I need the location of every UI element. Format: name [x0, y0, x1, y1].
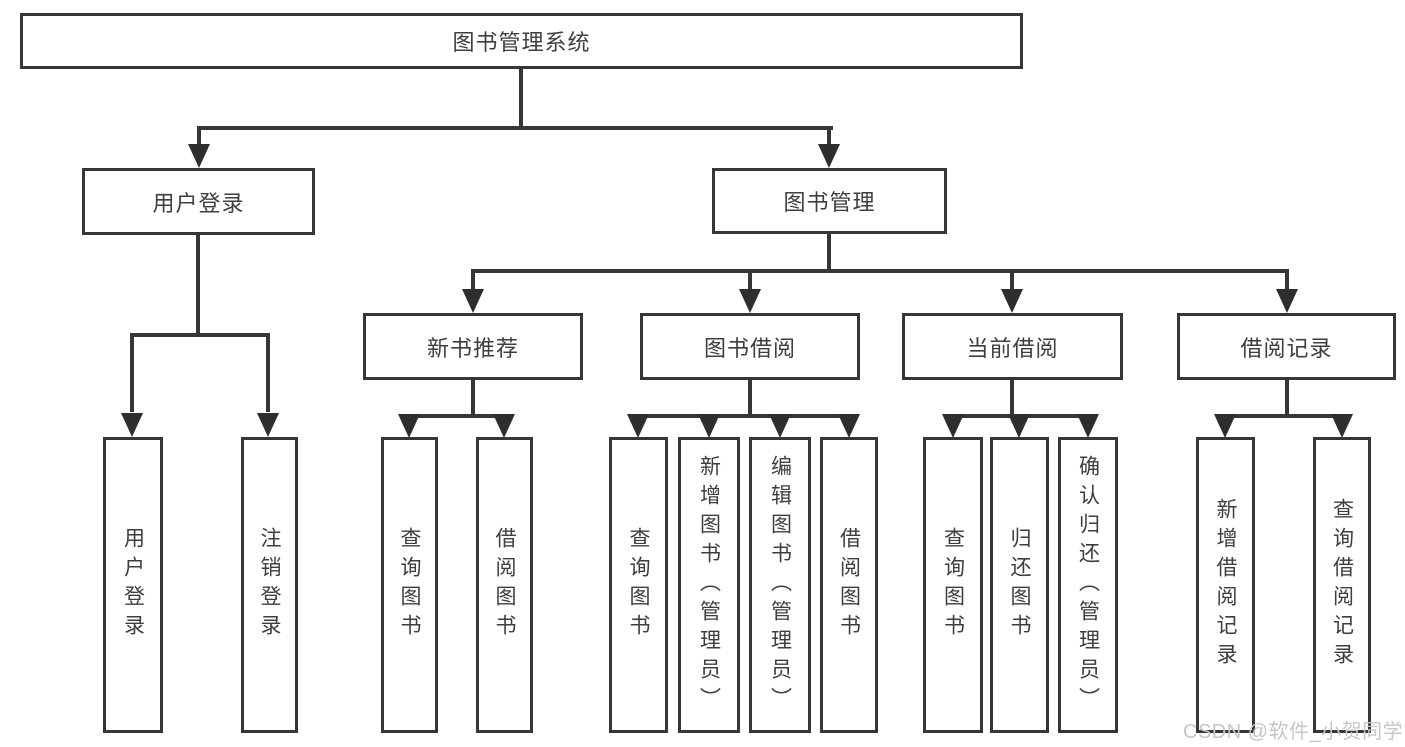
connector-new-book-splitter [407, 414, 507, 418]
node-book-management: 图书管理 [712, 168, 947, 234]
connector-book-borrow-trunk [748, 380, 752, 418]
connector-drop-user-login [197, 126, 201, 148]
leaf-user-login: 用户登录 [103, 437, 163, 733]
arrow-down-icon [838, 414, 860, 438]
leaf-borrow-books-2: 借阅图书 [820, 437, 878, 733]
connector-level2-splitter [471, 269, 1289, 273]
leaf-add-borrow-record: 新增借阅记录 [1196, 437, 1255, 733]
arrow-down-icon [627, 414, 649, 438]
arrow-down-icon [121, 413, 143, 437]
arrow-down-icon [1276, 289, 1298, 313]
connector-user-login-splitter [130, 333, 270, 337]
connector-drop-current-borrow [1010, 269, 1014, 292]
leaf-borrow-books: 借阅图书 [476, 437, 533, 733]
leaf-add-book-admin: 新增图书（管理员） [678, 437, 740, 733]
connector-current-borrow-trunk [1010, 380, 1014, 418]
connector-borrow-records-splitter [1223, 414, 1344, 418]
arrow-down-icon [1077, 414, 1099, 438]
leaf-query-borrow-record: 查询借阅记录 [1313, 437, 1371, 733]
leaf-query-books: 查询图书 [381, 437, 438, 733]
arrow-down-icon [493, 414, 515, 438]
csdn-watermark: CSDN @软件_小贺同学 [1183, 721, 1404, 743]
arrow-down-icon [257, 413, 279, 437]
node-book-borrowing: 图书借阅 [640, 313, 860, 380]
arrow-down-icon [188, 144, 210, 168]
connector-drop-book-management [827, 126, 831, 148]
connector-borrow-records-trunk [1285, 380, 1289, 418]
arrow-down-icon [1331, 414, 1353, 438]
connector-drop-borrow-records [1285, 269, 1289, 292]
arrow-down-icon [1008, 414, 1030, 438]
connector-user-login-trunk [196, 235, 200, 337]
node-borrowing-records: 借阅记录 [1177, 313, 1396, 380]
arrow-down-icon [818, 144, 840, 168]
connector-book-mgmt-trunk [827, 234, 831, 273]
connector-book-borrow-splitter [636, 414, 851, 418]
connector-drop-new-book [471, 269, 475, 292]
connector-root-trunk [519, 69, 523, 130]
leaf-query-books-3: 查询图书 [923, 437, 983, 733]
node-new-book-recommend: 新书推荐 [363, 313, 583, 380]
connector-level1-splitter [197, 126, 833, 130]
arrow-down-icon [462, 289, 484, 313]
arrow-down-icon [739, 289, 761, 313]
leaf-edit-book-admin: 编辑图书（管理员） [749, 437, 811, 733]
leaf-confirm-return-admin: 确认归还（管理员） [1058, 437, 1118, 733]
arrow-down-icon [1214, 414, 1236, 438]
arrow-down-icon [398, 414, 420, 438]
connector-drop-book-borrow [748, 269, 752, 292]
node-user-login: 用户登录 [82, 168, 315, 235]
leaf-query-books-2: 查询图书 [609, 437, 668, 733]
arrow-down-icon [698, 414, 720, 438]
connector-new-book-trunk [471, 380, 475, 418]
arrow-down-icon [769, 414, 791, 438]
arrow-down-icon [1001, 289, 1023, 313]
connector-drop-leaf-user-login [130, 333, 134, 412]
arrow-down-icon [942, 414, 964, 438]
connector-drop-leaf-logout [266, 333, 270, 412]
leaf-logout: 注销登录 [241, 437, 298, 733]
node-current-borrowing: 当前借阅 [902, 313, 1123, 380]
leaf-return-book: 归还图书 [990, 437, 1049, 733]
node-library-management-system: 图书管理系统 [20, 13, 1023, 69]
